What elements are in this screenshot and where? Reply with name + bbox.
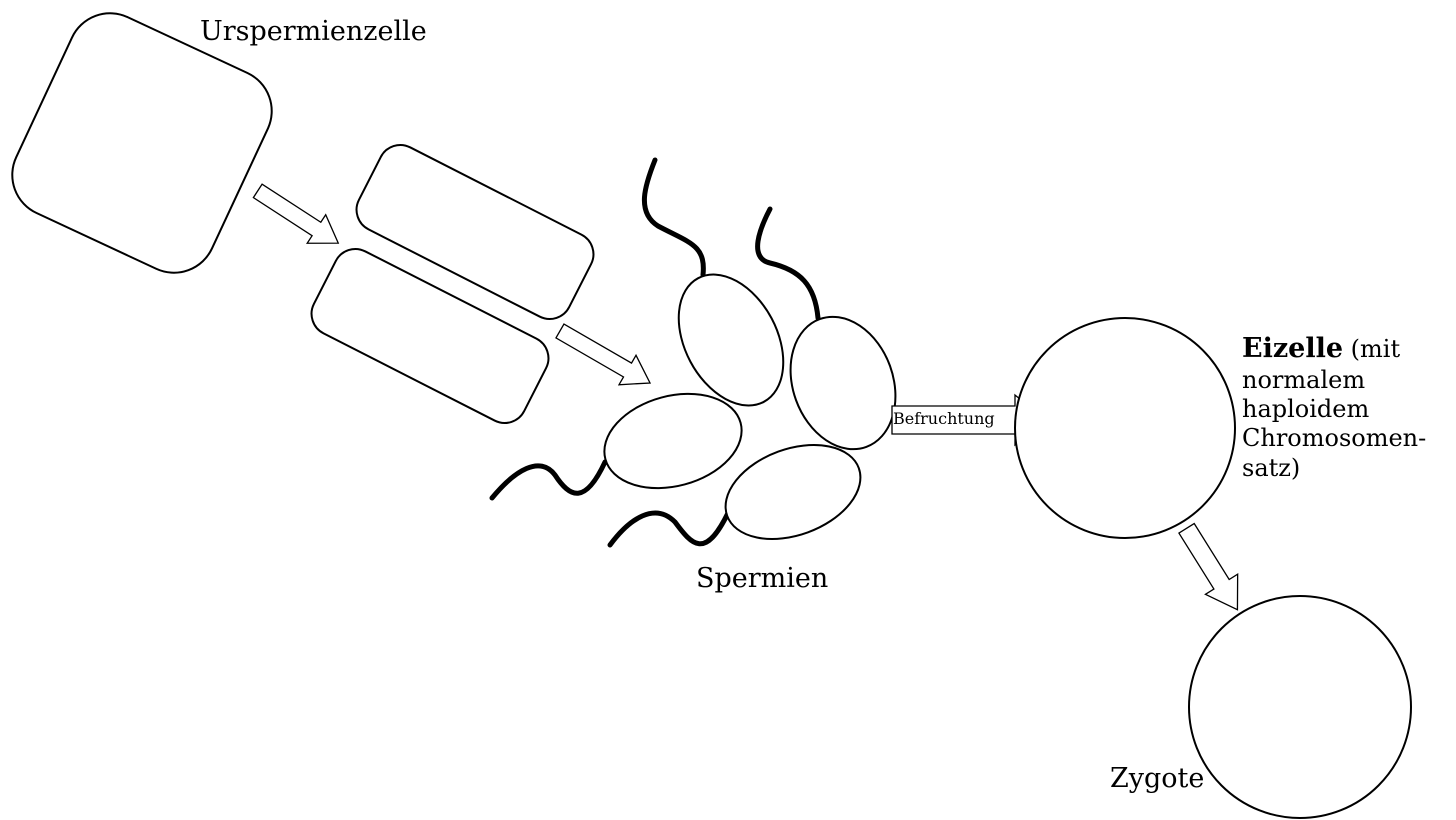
label-befruchtung: Befruchtung — [893, 409, 995, 428]
eizelle-line-1-rest: (mit — [1343, 335, 1401, 363]
eizelle-title: Eizelle — [1242, 333, 1344, 364]
label-eizelle: Eizelle (mit normalem haploidem Chromoso… — [1242, 333, 1442, 483]
eizelle-line-4: Chromosomen- — [1242, 424, 1427, 453]
label-spermien: Spermien — [696, 563, 829, 594]
sperm-head-3 — [603, 392, 743, 490]
sperm-head-1 — [677, 273, 785, 407]
sperm-tail-4 — [607, 510, 731, 548]
eizelle-line-2: normalem — [1242, 365, 1366, 394]
eizelle-line-3: haploidem — [1242, 395, 1370, 424]
eizelle-line-1: Eizelle (mit — [1242, 333, 1442, 366]
sperm-tail-1 — [642, 157, 706, 278]
label-urspermienzelle: Urspermienzelle — [200, 16, 427, 47]
sperm-tail-2 — [755, 206, 821, 321]
label-zygote: Zygote — [1110, 763, 1205, 794]
urspermienzelle-cell — [11, 12, 273, 274]
sperm-tail-3 — [489, 459, 608, 501]
arrow-division-1 — [252, 183, 340, 244]
zygote-cell — [1188, 595, 1412, 819]
eizelle-line-5: satz) — [1242, 453, 1301, 482]
sperm-head-2 — [789, 315, 897, 451]
secondary-cell-bottom — [310, 248, 550, 424]
secondary-cell-top — [355, 144, 595, 320]
arrow-division-2 — [555, 323, 652, 386]
eizelle-cell — [1014, 317, 1236, 539]
sperm-head-4 — [724, 444, 862, 540]
arrow-to-zygote — [1178, 522, 1239, 611]
